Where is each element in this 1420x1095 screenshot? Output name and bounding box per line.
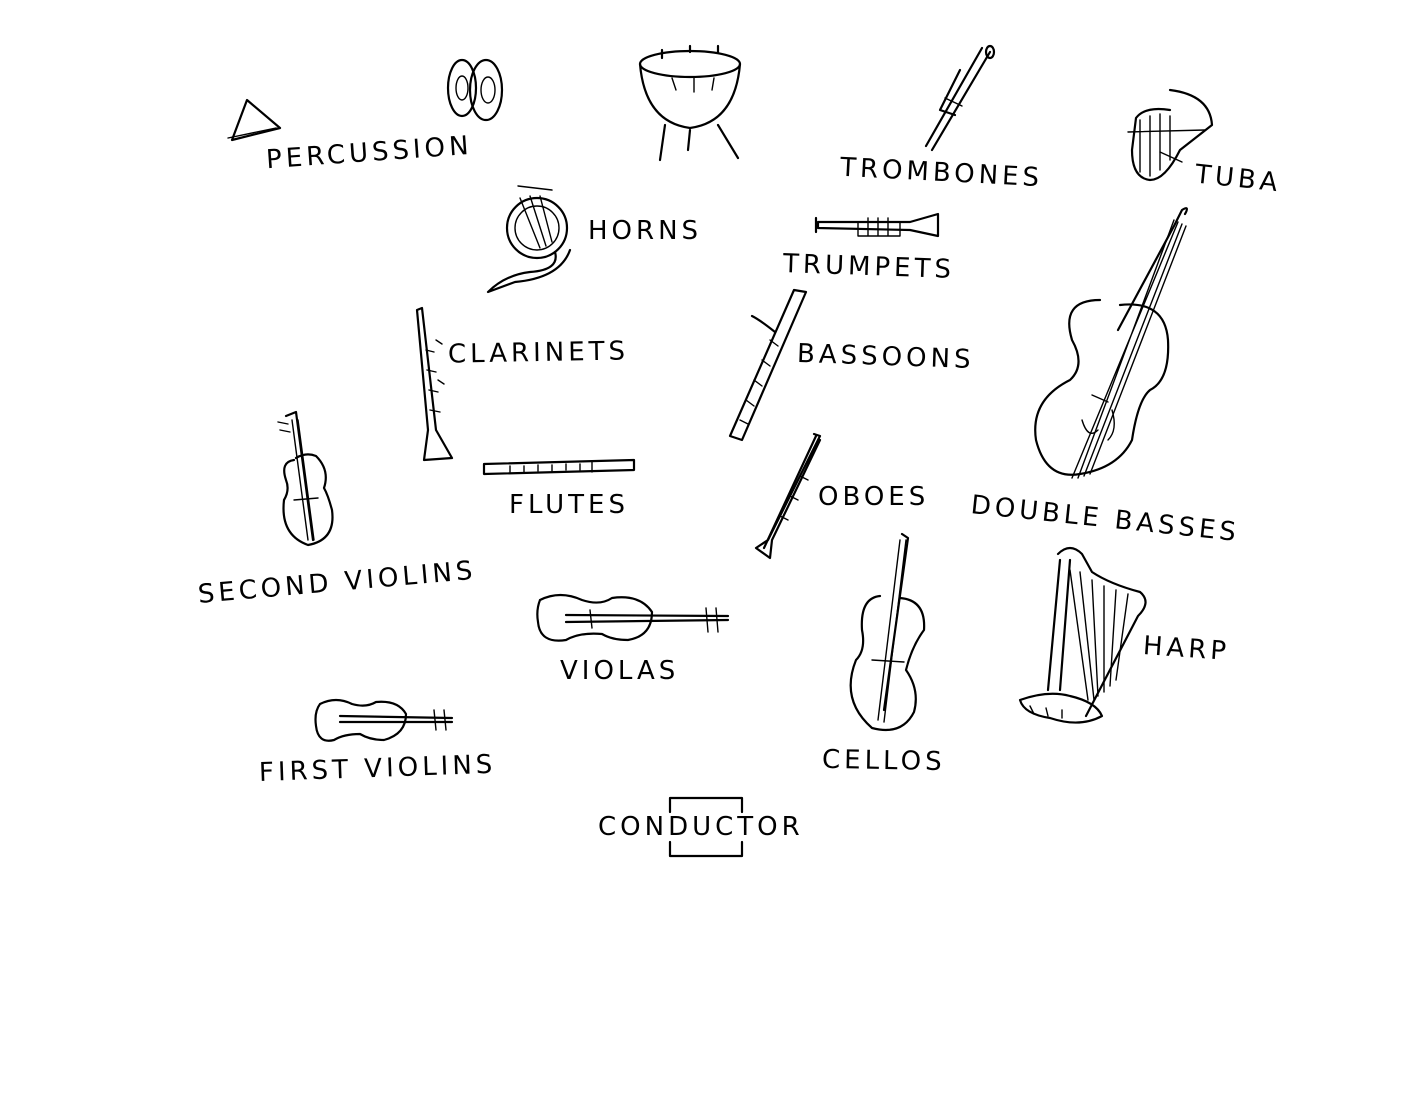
trombone-icon (924, 44, 996, 152)
french-horn-icon (486, 185, 572, 294)
cymbals-icon (446, 58, 504, 122)
label-clarinets: CLARINETS (447, 336, 630, 370)
trumpet-icon (814, 212, 940, 238)
label-bassoons: BASSOONS (796, 338, 975, 376)
label-horns: HORNS (588, 216, 703, 246)
clarinet-icon (415, 306, 454, 462)
label-violas: VIOLAS (560, 656, 680, 686)
violin-icon (314, 698, 454, 742)
label-first-violins: FIRST VIOLINS (258, 749, 497, 788)
triangle-icon (227, 98, 282, 142)
label-conductor: CONDUCTOR (598, 812, 804, 842)
viola-icon (536, 593, 730, 642)
violin-icon (277, 410, 334, 547)
label-flutes: FLUTES (509, 490, 629, 520)
flute-icon (482, 458, 636, 476)
podium-icon (668, 796, 744, 858)
label-trumpets: TRUMPETS (782, 249, 956, 285)
harp-icon (1018, 546, 1147, 724)
label-oboes: OBOES (818, 482, 930, 512)
timpani-icon (638, 44, 742, 162)
tuba-icon (1127, 88, 1214, 182)
label-cellos: CELLOS (821, 744, 946, 778)
cello-icon (849, 532, 926, 732)
oboe-icon (754, 432, 822, 560)
double-bass-icon (1034, 207, 1188, 479)
bassoon-icon (728, 288, 808, 442)
label-harp: HARP (1142, 630, 1232, 668)
